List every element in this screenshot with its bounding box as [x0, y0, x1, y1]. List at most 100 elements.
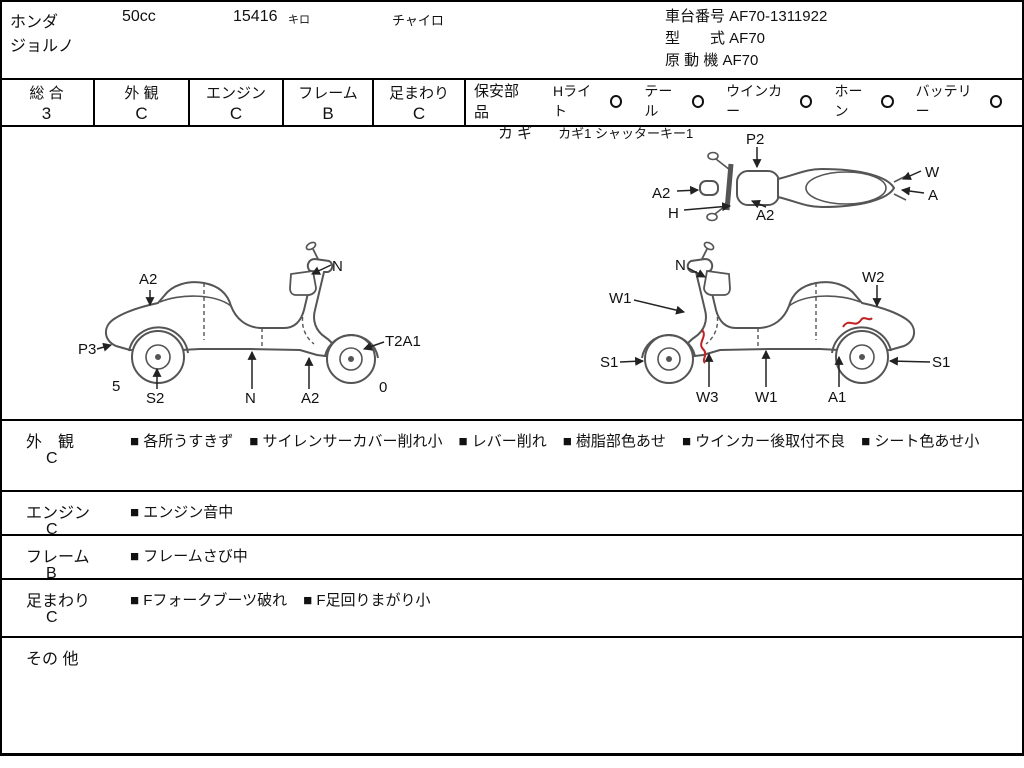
top-view-label-w: W — [925, 164, 940, 181]
mileage-value: 15416 — [233, 8, 278, 25]
safety-item-headlight: Hライト — [552, 81, 623, 121]
note-row-engine: エンジン C ■ エンジン音中 — [0, 492, 1024, 538]
right-view-label-w1-bottom: W1 — [755, 389, 778, 406]
note-row-frame: フレーム B ■ フレームさび中 — [0, 536, 1024, 582]
left-view-label-5: 5 — [112, 378, 121, 395]
note-grade: C — [46, 450, 58, 467]
right-side-view-drawing — [619, 239, 931, 387]
note-row-undercarriage: 足まわり C ■ Fフォークブーツ破れ■ F足回りまがり小 — [0, 580, 1024, 638]
safety-item-horn-label: ホーン — [834, 83, 863, 119]
top-view-drawing — [676, 147, 925, 222]
status-ok-circle-icon — [609, 94, 623, 108]
safety-item-battery-label: バッテリー — [915, 83, 972, 119]
right-view-label-w2: W2 — [862, 269, 885, 286]
note-label: 足まわり — [26, 593, 91, 610]
notes-section: 外 観 C ■ 各所うすきず ■ サイレンサーカバー削れ小 ■ レバー削れ ■ 樹脂部… — [0, 421, 1024, 755]
note-item: ■ エンジン音中 — [130, 504, 234, 521]
grade-engine-label: エンジン — [205, 84, 266, 102]
note-items: ■ フレームさび中 — [130, 545, 1008, 569]
keys-label: カ ギ — [498, 125, 533, 142]
note-item: ■ レバー削れ — [458, 433, 547, 450]
left-view-label-p3: P3 — [78, 341, 97, 358]
grade-undercarriage-label: 足まわり — [388, 84, 449, 102]
note-row-other: その 他 — [0, 638, 1024, 755]
right-view-label-n: N — [675, 257, 686, 274]
keys-row: カ ギ カギ1 シャッターキー1 — [466, 122, 1024, 143]
safety-item-headlight-label: Hライト — [552, 83, 592, 119]
note-items: ■ 各所うすきず ■ サイレンサーカバー削れ小 ■ レバー削れ ■ 樹脂部色あせ ■ ウ… — [130, 430, 1008, 454]
left-view-label-a2-bottom: A2 — [301, 390, 320, 407]
right-view-label-s1-right: S1 — [932, 354, 951, 371]
status-ok-circle-icon — [800, 94, 813, 108]
grade-frame-label: フレーム — [298, 84, 358, 102]
left-view-label-t2a1: T2A1 — [385, 333, 421, 350]
note-label: エンジン — [26, 505, 91, 522]
grade-overall: 総 合 3 — [0, 80, 95, 125]
safety-item-taillight-label: テール — [644, 83, 673, 119]
note-grade: C — [46, 521, 58, 538]
damage-marks — [700, 317, 873, 364]
safety-and-keys: 保安部品 Hライト テール ウインカー ホーン バ — [466, 80, 1024, 142]
grade-row: 総 合 3 外 観 C エンジン C フレーム B 足まわり C 保安部品 Hラ… — [0, 78, 1024, 142]
note-items: ■ エンジン音中 — [130, 501, 1008, 525]
maker-name: ホンダ — [10, 14, 59, 31]
grade-overall-value: 3 — [41, 103, 52, 123]
status-ok-circle-icon — [989, 94, 1002, 108]
note-grade: C — [46, 609, 58, 626]
note-row-exterior: 外 観 C ■ 各所うすきず ■ サイレンサーカバー削れ小 ■ レバー削れ ■ 樹脂部… — [0, 421, 1024, 492]
safety-item-battery: バッテリー — [916, 81, 1002, 121]
safety-item-winker: ウインカー — [726, 81, 813, 121]
safety-item-winker-label: ウインカー — [726, 83, 783, 119]
right-view-label-a1: A1 — [828, 389, 847, 406]
safety-item-taillight: テール — [644, 81, 705, 121]
note-item: ■ F足回りまがり小 — [303, 592, 431, 609]
left-view-label-0: 0 — [379, 379, 388, 396]
note-grade: B — [46, 565, 57, 582]
vehicle-id-block: 車台番号 AF70-1311922 型 式 AF70 原 動 機 AF70 — [665, 6, 827, 72]
safety-parts-row: 保安部品 Hライト テール ウインカー ホーン バ — [466, 80, 1024, 122]
right-view-label-w3: W3 — [696, 389, 719, 406]
keys-value: カギ1 シャッターキー1 — [558, 126, 694, 141]
grade-frame-value: B — [322, 103, 334, 123]
note-items: ■ Fフォークブーツ破れ■ F足回りまがり小 — [130, 589, 1008, 613]
model-name: ジョルノ — [10, 38, 75, 55]
left-view-label-n-top: N — [332, 258, 343, 275]
note-label: 外 観 — [26, 434, 75, 451]
note-item: ■ 樹脂部色あせ — [562, 433, 666, 450]
damage-mark — [700, 329, 707, 364]
grade-overall-label: 総 合 — [29, 84, 64, 102]
top-view-label-p2: P2 — [746, 131, 765, 148]
left-view-label-a2-top: A2 — [139, 271, 158, 288]
right-view-label-w1-top: W1 — [609, 290, 632, 307]
damage-mark — [842, 317, 873, 328]
left-view-label-s2: S2 — [146, 390, 165, 407]
grade-engine: エンジン C — [190, 80, 284, 125]
note-item: ■ サイレンサーカバー削れ小 — [249, 433, 443, 450]
vehicle-diagrams — [96, 147, 931, 389]
note-item: ■ フレームさび中 — [130, 548, 248, 565]
status-ok-circle-icon — [691, 94, 705, 108]
note-item: ■ 各所うすきず — [130, 433, 234, 450]
note-label: その 他 — [26, 651, 79, 668]
note-item: ■ シート色あせ小 — [861, 433, 980, 450]
grade-undercarriage-value: C — [412, 103, 426, 123]
note-item: ■ ウインカー後取付不良 — [681, 433, 846, 450]
vehicle-diagram-area — [0, 127, 1024, 421]
note-label: フレーム — [26, 549, 90, 566]
grade-exterior-label: 外 観 — [124, 84, 159, 102]
grade-engine-value: C — [229, 103, 243, 123]
top-view-label-a: A — [928, 187, 939, 204]
engine-type: 原 動 機 AF70 — [665, 52, 759, 69]
model-type: 型 式 AF70 — [665, 30, 766, 47]
left-side-view-drawing — [96, 239, 385, 389]
grade-undercarriage: 足まわり C — [374, 80, 466, 125]
right-view-label-s1-left: S1 — [600, 354, 619, 371]
grade-exterior-value: C — [135, 103, 148, 123]
left-view-label-n-bottom: N — [245, 390, 256, 407]
safety-item-horn: ホーン — [834, 81, 894, 121]
top-view-label-a2-bottom: A2 — [756, 207, 775, 224]
top-view-label-h: H — [668, 205, 679, 222]
chassis-number: 車台番号 AF70-1311922 — [665, 8, 828, 25]
top-view-label-a2-left: A2 — [652, 185, 671, 202]
